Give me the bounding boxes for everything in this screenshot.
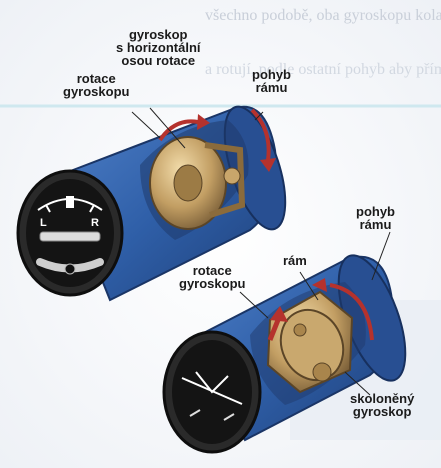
label-top-frame-motion: pohyb rámu (252, 68, 291, 94)
top-gyro-hub (174, 165, 202, 201)
bottom-gyro-pivot (313, 363, 331, 381)
label-frame: rám (283, 254, 307, 267)
label-bottom-gyro-rotation: rotace gyroskopu (179, 264, 245, 290)
top-turn-needle (40, 232, 100, 241)
background-text-line-1: všechno podobě, oba gyroskopu kola nebo … (205, 7, 441, 24)
top-inclinometer-ball (65, 264, 75, 274)
top-gimbal-pivot (224, 168, 240, 184)
label-top-gyro-rotation: rotace gyroskopu (63, 72, 129, 98)
bottom-gyro-bearing (294, 324, 306, 336)
label-tilted-gyro: skoloněný gyroskop (350, 392, 414, 418)
top-dial-letter-left: L (40, 217, 47, 229)
label-gyro-horizontal-axis: gyroskop s horizontální osou rotace (116, 28, 201, 67)
background-text-line-2: a rotují, podle ostatní pohyb aby přímo … (205, 61, 441, 78)
label-bottom-frame-motion: pohyb rámu (356, 205, 395, 231)
top-dial-index (66, 196, 74, 208)
top-dial-letter-right: R (91, 217, 99, 229)
